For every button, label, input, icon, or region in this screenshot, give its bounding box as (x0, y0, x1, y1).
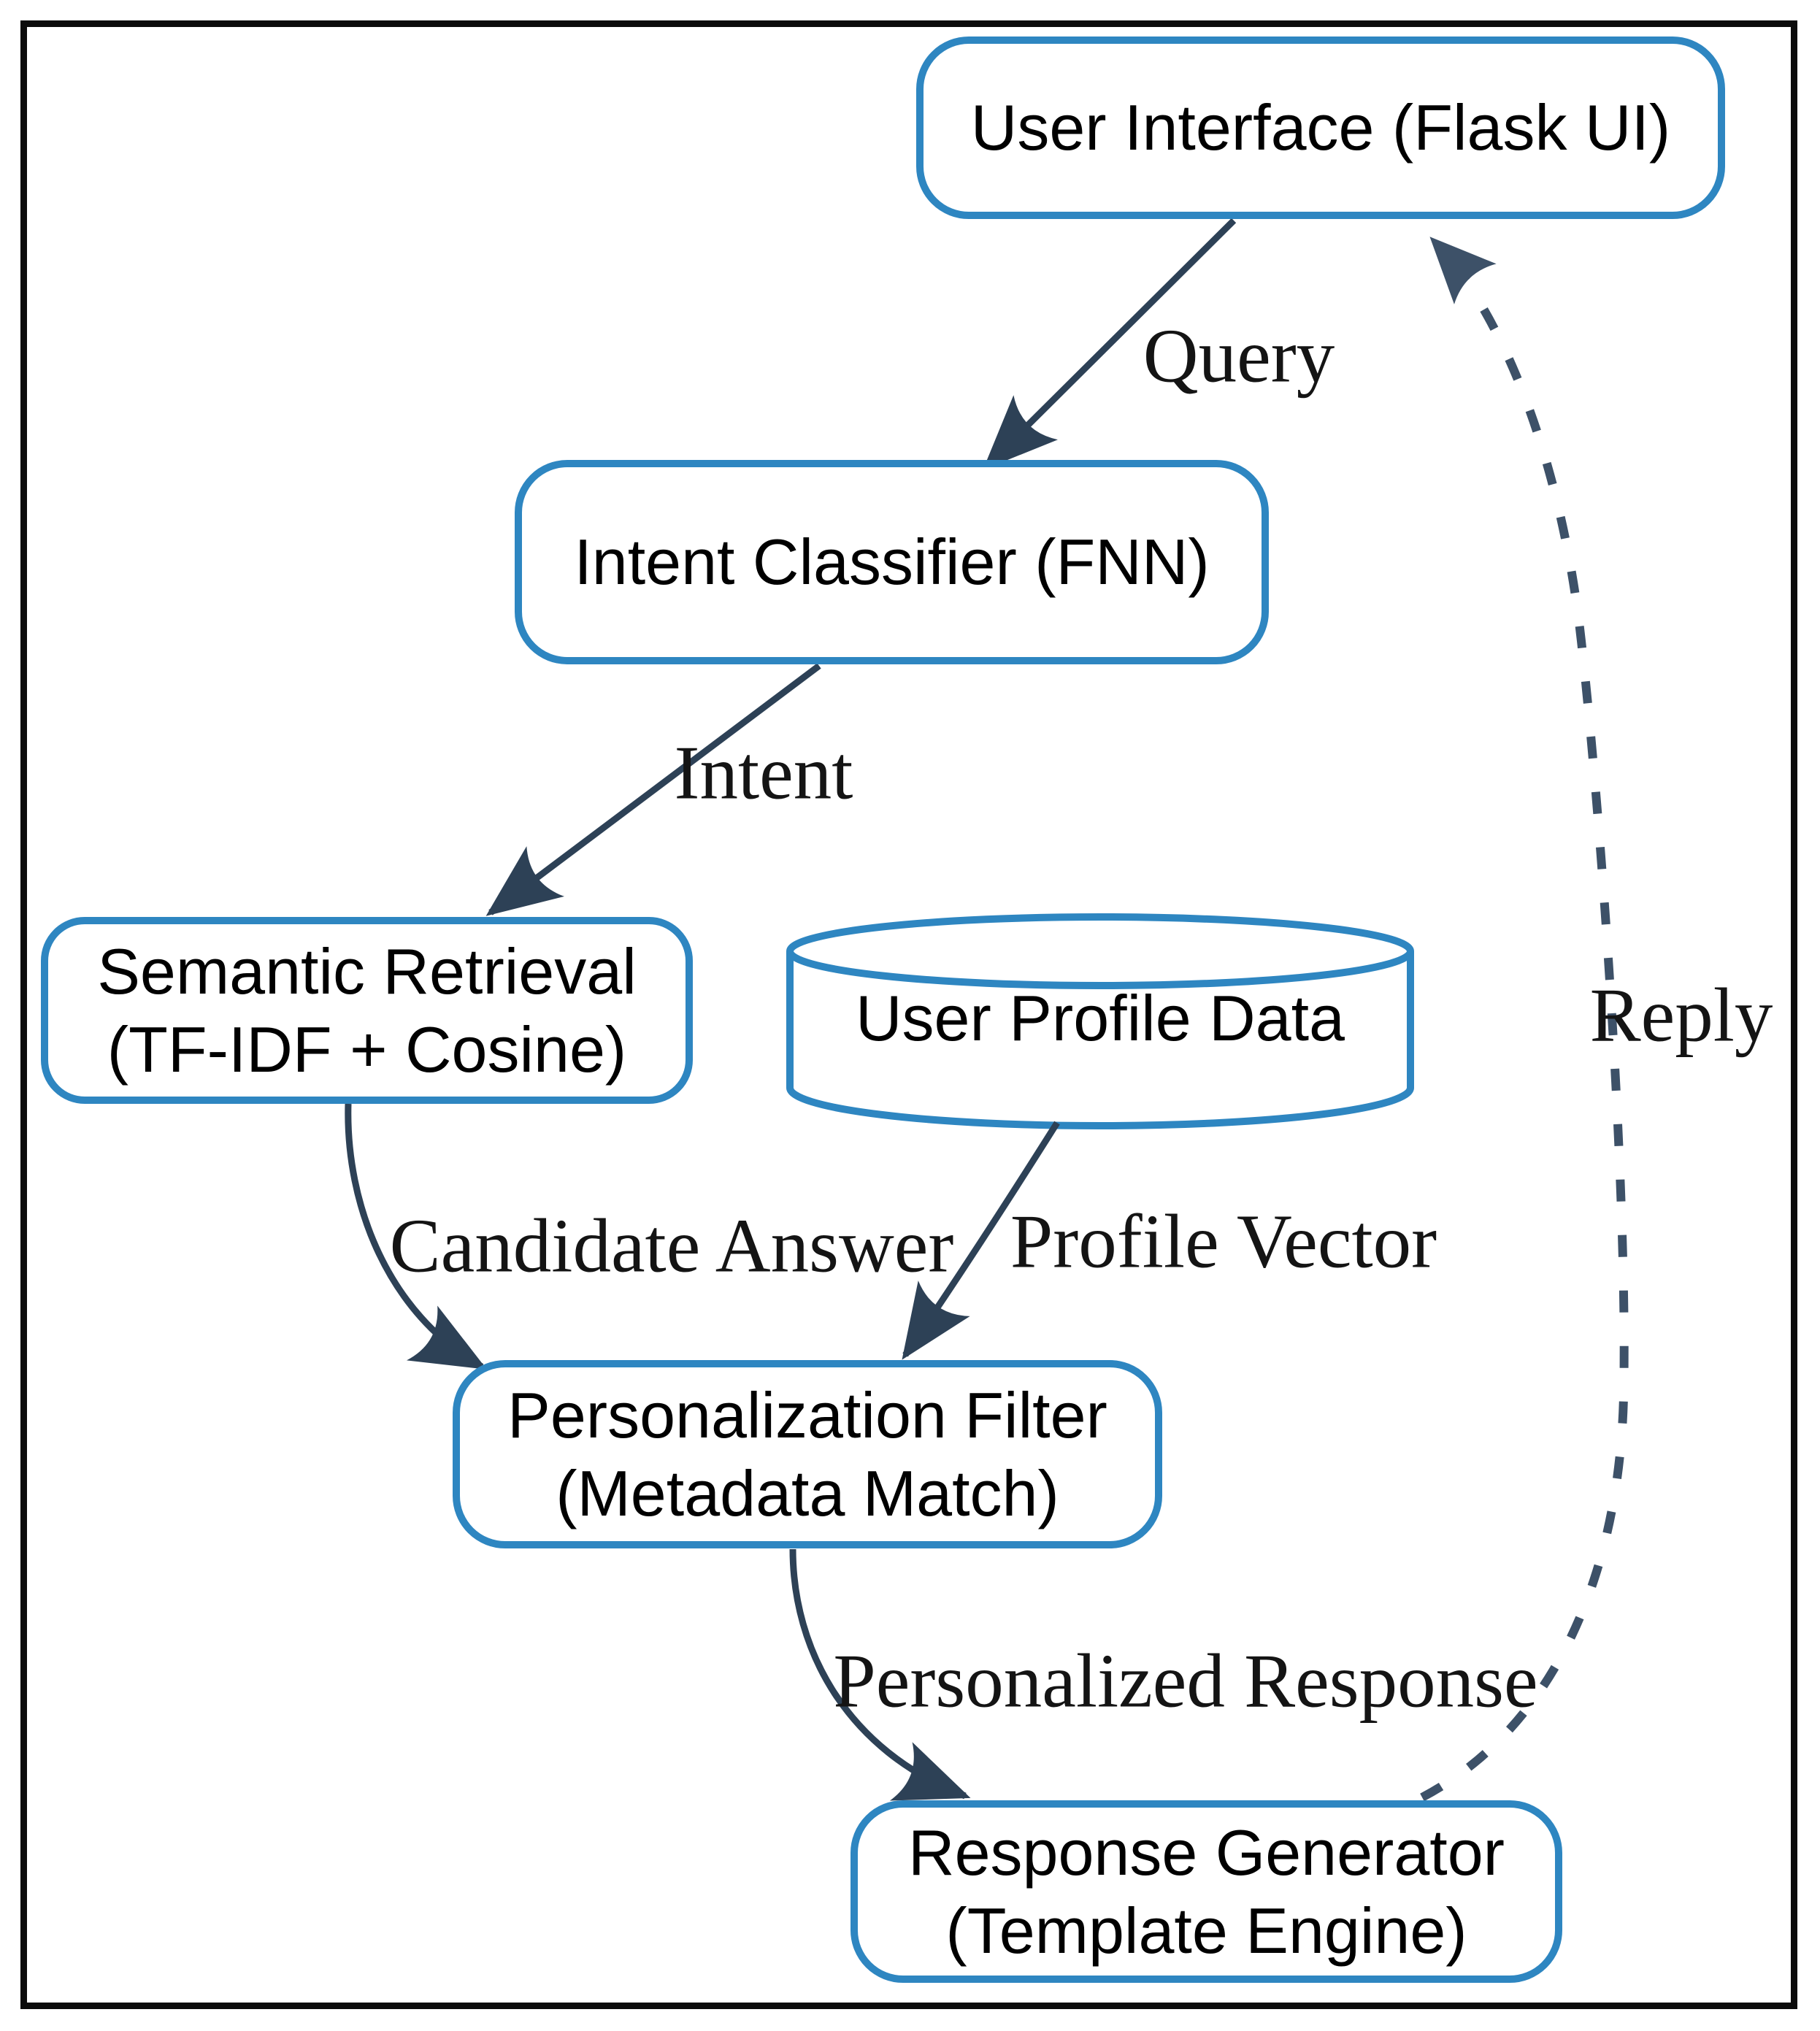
edge-query-arrow (983, 218, 1237, 470)
database-cylinder-shape (786, 913, 1414, 1129)
outer-frame (20, 20, 1797, 2009)
node-personalization-filter: Personalization Filter (Metadata Match) (453, 1360, 1162, 1548)
edge-label-candidate-answer: Candidate Answer (389, 1202, 954, 1289)
node-response-generator: Response Generator (Template Engine) (851, 1800, 1562, 1983)
edge-label-reply: Reply (1589, 972, 1773, 1058)
edge-label-profile-vector: Profile Vector (1010, 1198, 1437, 1284)
node-semantic-retrieval-label: Semantic Retrieval (TF-IDF + Cosine) (97, 934, 637, 1086)
node-semantic-retrieval: Semantic Retrieval (TF-IDF + Cosine) (41, 917, 693, 1104)
node-user-profile-data-label: User Profile Data (855, 982, 1345, 1054)
node-intent-classifier-label: Intent Classifier (FNN) (574, 526, 1210, 599)
edge-label-personalized-response: Personalized Response (833, 1638, 1538, 1724)
edge-label-intent: Intent (674, 729, 853, 815)
node-response-generator-label: Response Generator (Template Engine) (908, 1816, 1505, 1967)
node-intent-classifier: Intent Classifier (FNN) (515, 460, 1269, 664)
edge-intent-arrow (485, 663, 821, 916)
edge-personalized-response-arrow (789, 1548, 971, 1801)
edge-reply-dashed-arrow (1420, 237, 1629, 1802)
edge-label-query: Query (1143, 312, 1335, 399)
edge-candidate-answer-arrow (345, 1103, 487, 1370)
node-personalization-filter-label: Personalization Filter (Metadata Match) (507, 1378, 1107, 1529)
node-user-profile-data: User Profile Data (801, 971, 1399, 1066)
node-user-interface-label: User Interface (Flask UI) (970, 91, 1671, 164)
node-user-interface: User Interface (Flask UI) (916, 37, 1725, 219)
edge-profile-vector-arrow (902, 1121, 1060, 1360)
